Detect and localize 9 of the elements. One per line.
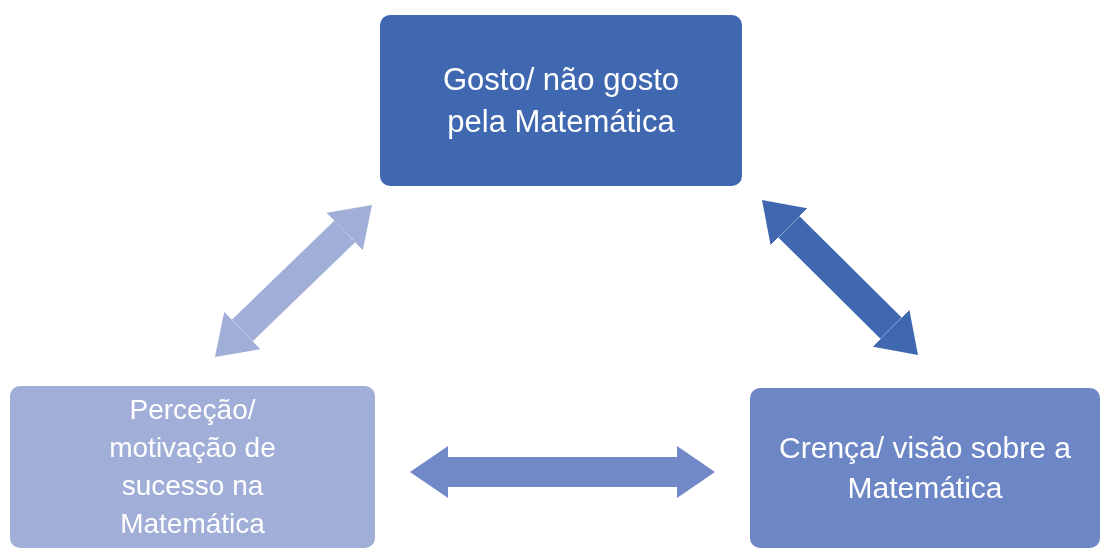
process-box [380,15,742,186]
box-label: Gosto/ não gosto pela Matemática [441,60,681,141]
box-label: Perceção/ motivação de sucesso na Matemática [108,393,277,541]
box-label: Crença/ visão sobre a Matemática [778,429,1072,506]
process-box [750,388,1100,548]
double-arrow [410,446,715,498]
double-arrow [215,205,372,357]
double-arrow [762,200,918,355]
process-box [10,386,375,548]
